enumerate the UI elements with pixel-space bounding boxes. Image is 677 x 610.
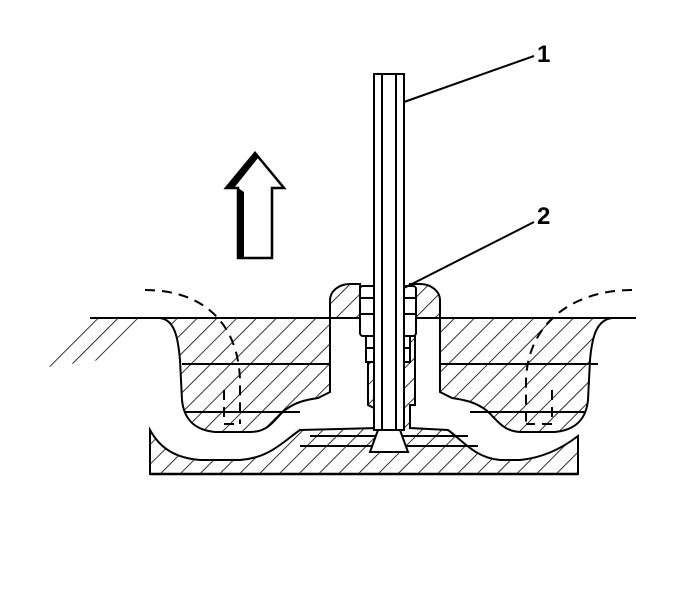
leader-line-2 bbox=[403, 221, 535, 289]
callout-2: 2 bbox=[537, 203, 550, 230]
leader-lines bbox=[403, 55, 535, 289]
valve-stem bbox=[368, 73, 410, 453]
cylinder-head-section bbox=[40, 283, 636, 476]
leader-line-1 bbox=[403, 55, 535, 103]
hidden-lines-right bbox=[525, 289, 633, 425]
up-arrow-icon bbox=[223, 151, 287, 260]
callout-1: 1 bbox=[537, 41, 550, 68]
hidden-lines-left bbox=[144, 289, 241, 425]
